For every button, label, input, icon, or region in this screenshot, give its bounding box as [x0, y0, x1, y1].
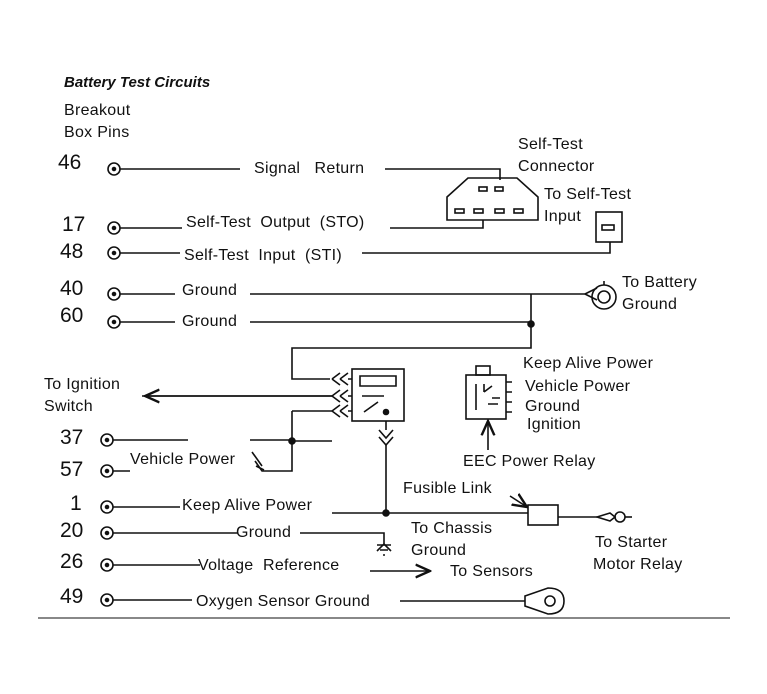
- ground-60-label: Ground: [182, 313, 238, 330]
- self-test-connector-label-2: Connector: [518, 158, 595, 175]
- header-line-2: Box Pins: [64, 124, 130, 141]
- diagram-title: Battery Test Circuits: [64, 74, 211, 91]
- wire-ground-bus: [291, 324, 532, 380]
- relay-pin-ignition: Ignition: [527, 416, 581, 433]
- pin-57-label: 57: [60, 458, 84, 481]
- pin-26-label: 26: [60, 550, 84, 573]
- pin-20-label: 20: [60, 519, 84, 542]
- wire-pin-57: [113, 441, 293, 472]
- wire-sto: [120, 220, 484, 229]
- to-starter-label-1: To Starter: [595, 534, 668, 551]
- to-self-test-input-label-2: Input: [544, 208, 582, 225]
- wire-signal-return: [120, 168, 501, 180]
- to-chassis-label-1: To Chassis: [411, 520, 493, 537]
- eec-relay-label: EEC Power Relay: [463, 453, 596, 470]
- sto-label: Self-Test Output (STO): [186, 214, 365, 231]
- starter-relay-terminal: [594, 512, 617, 522]
- header-line-1: Breakout: [64, 102, 131, 119]
- wire-ground-20: [113, 532, 385, 545]
- fusible-link-label: Fusible Link: [403, 480, 492, 497]
- to-ignition-label-2: Switch: [44, 398, 93, 415]
- o2-ground-label: Oxygen Sensor Ground: [196, 593, 371, 610]
- pin-60-label: 60: [60, 304, 84, 327]
- to-battery-ground-label-1: To Battery: [622, 274, 698, 291]
- ground-40-label: Ground: [182, 282, 238, 299]
- pin-49-label: 49: [60, 585, 84, 608]
- to-ignition-label-1: To Ignition: [44, 376, 121, 393]
- to-battery-ground-label-2: Ground: [622, 296, 678, 313]
- relay-pin-vehicle-power: Vehicle Power: [525, 378, 631, 395]
- connector-slots: [454, 186, 524, 214]
- to-chassis-label-2: Ground: [411, 542, 467, 559]
- signal-return-label: Signal Return: [254, 160, 365, 177]
- wire-o2-ground: [113, 599, 525, 602]
- vehicle-power-label: Vehicle Power: [130, 451, 236, 468]
- relay-pin-keep-alive: Keep Alive Power: [523, 355, 654, 372]
- to-sensors-label: To Sensors: [450, 563, 534, 580]
- pin-40-label: 40: [60, 277, 84, 300]
- keep-alive-label: Keep Alive Power: [182, 497, 313, 514]
- pin-48-label: 48: [60, 240, 84, 263]
- wire-sti: [120, 242, 611, 254]
- self-test-connector: [446, 177, 539, 221]
- eec-power-relay: [465, 374, 507, 420]
- voltage-ref-label: Voltage Reference: [198, 557, 340, 574]
- to-self-test-input-label-1: To Self-Test: [544, 186, 632, 203]
- sti-label: Self-Test Input (STI): [184, 247, 343, 264]
- fusible-link: [527, 504, 559, 526]
- pin-17-label: 17: [62, 213, 86, 236]
- pin-37-label: 37: [60, 426, 84, 449]
- pin-1-label: 1: [70, 492, 82, 515]
- self-test-connector-label-1: Self-Test: [518, 136, 583, 153]
- relay-pin-ground: Ground: [525, 398, 581, 415]
- ground-20-label: Ground: [236, 524, 292, 541]
- ignition-module: [351, 368, 405, 422]
- to-starter-label-2: Motor Relay: [593, 556, 683, 573]
- self-test-input-plug: [595, 211, 623, 243]
- pin-46-label: 46: [58, 151, 82, 174]
- oxygen-sensor-lug: [524, 587, 565, 615]
